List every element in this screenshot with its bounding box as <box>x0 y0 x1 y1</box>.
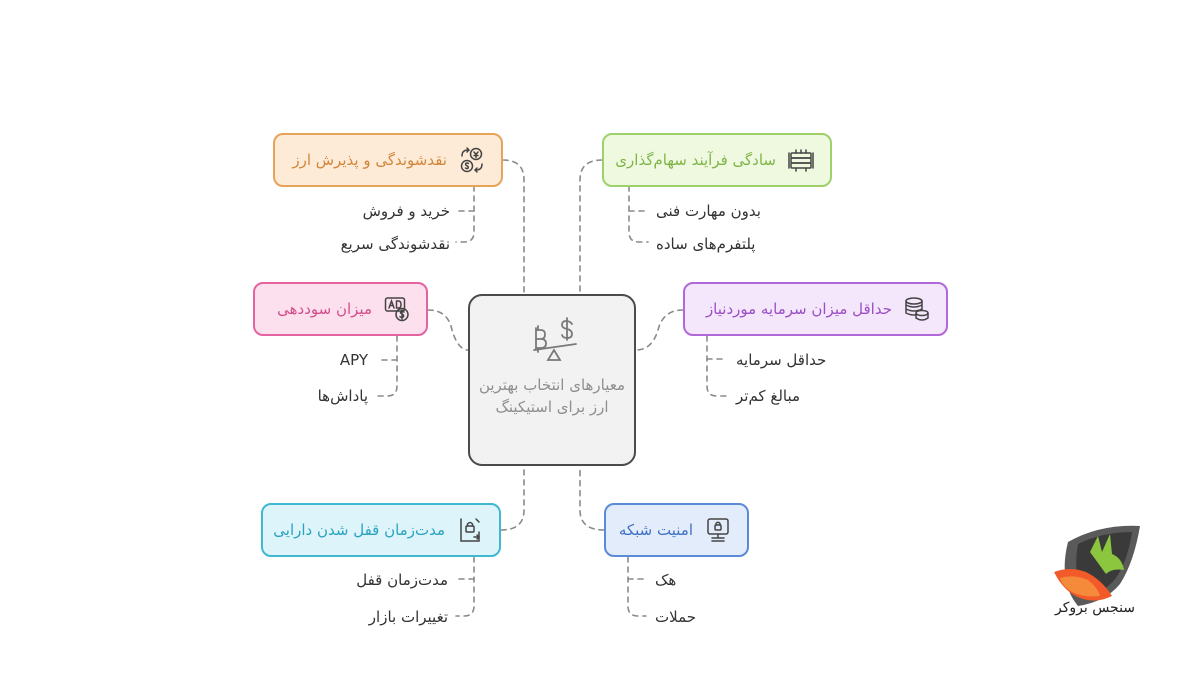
logo-text: سنجس بروکر <box>1054 600 1136 616</box>
topic-profitability: میزان سوددهی <box>253 282 428 336</box>
topic-lock-period-title: مدت‌زمان قفل شدن دارایی <box>273 521 445 539</box>
topic-liquidity-item-1: خرید و فروش <box>362 202 450 220</box>
ad-dollar-icon <box>384 296 410 322</box>
topic-network-security-item-1: هک <box>655 571 677 589</box>
topic-simplicity-title: سادگی فرآیند سهام‌گذاری <box>615 151 776 169</box>
topic-simplicity-item-1: بدون مهارت فنی <box>656 202 761 220</box>
topic-profitability-title: میزان سوددهی <box>277 300 372 318</box>
topic-lock-period-item-2: تغییرات بازار <box>368 608 448 626</box>
central-topic-box: معیارهای انتخاب بهترین ارز برای استیکینگ <box>468 294 636 466</box>
topic-liquidity-title: نقدشوندگی و پذیرش ارز <box>292 151 447 169</box>
topic-simplicity-item-2: پلتفرم‌های ساده <box>656 235 756 253</box>
topic-network-security-title: امنیت شبکه <box>618 521 693 539</box>
central-topic-title: معیارهای انتخاب بهترین ارز برای استیکینگ <box>478 376 626 416</box>
topic-network-security: امنیت شبکه <box>604 503 749 557</box>
topic-profitability-item-2: پاداش‌ها <box>317 387 368 405</box>
topic-liquidity: نقدشوندگی و پذیرش ارز <box>273 133 503 187</box>
topic-lock-period: مدت‌زمان قفل شدن دارایی <box>261 503 501 557</box>
coin-stack-icon <box>904 296 930 322</box>
bitcoin-dollar-balance-icon <box>533 317 577 361</box>
topic-minimum-capital-item-1: حداقل سرمایه <box>736 351 827 369</box>
topic-minimum-capital-item-2: مبالغ کم‌تر <box>736 387 801 405</box>
topic-network-security-item-2: حملات <box>655 608 697 626</box>
currency-exchange-icon <box>459 147 485 173</box>
topic-simplicity: سادگی فرآیند سهام‌گذاری <box>602 133 832 187</box>
topic-minimum-capital-title: حداقل میزان سرمایه موردنیاز <box>705 300 892 318</box>
topic-lock-period-item-1: مدت‌زمان قفل <box>356 571 448 589</box>
topic-minimum-capital: حداقل میزان سرمایه موردنیاز <box>683 282 948 336</box>
fox-logo-icon <box>1054 525 1140 606</box>
secure-computer-icon <box>705 517 731 543</box>
topic-profitability-item-1: APY <box>339 351 368 369</box>
lock-document-icon <box>457 517 483 543</box>
topic-liquidity-item-2: نقدشوندگی سریع <box>340 235 450 253</box>
server-stack-icon <box>788 147 814 173</box>
